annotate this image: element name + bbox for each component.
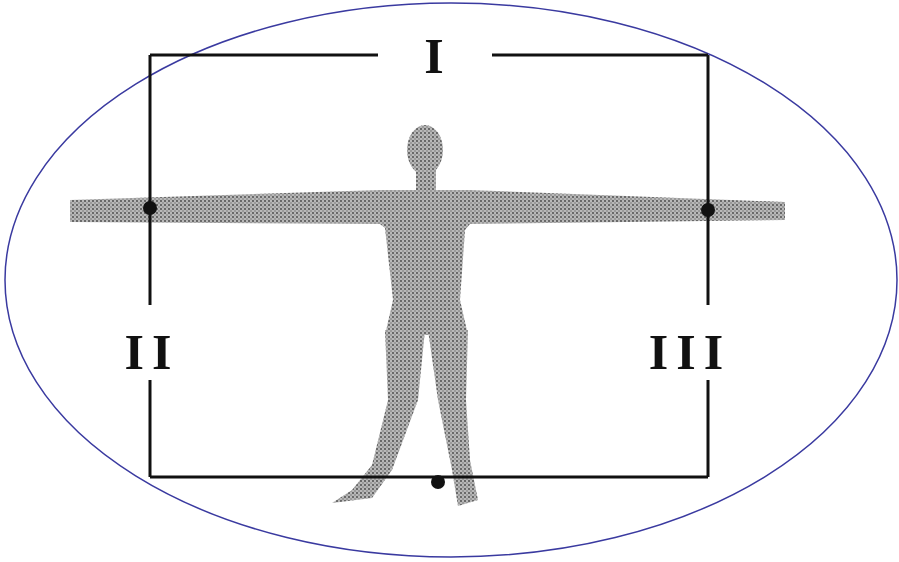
electrode-dots: [143, 201, 715, 489]
lead-label: III: [649, 327, 731, 377]
boundary-ellipse: [5, 3, 897, 557]
lead-label: II: [125, 327, 180, 377]
lead-wires: [150, 55, 708, 477]
lead-label: I: [424, 31, 451, 81]
human-figure: [70, 125, 785, 506]
